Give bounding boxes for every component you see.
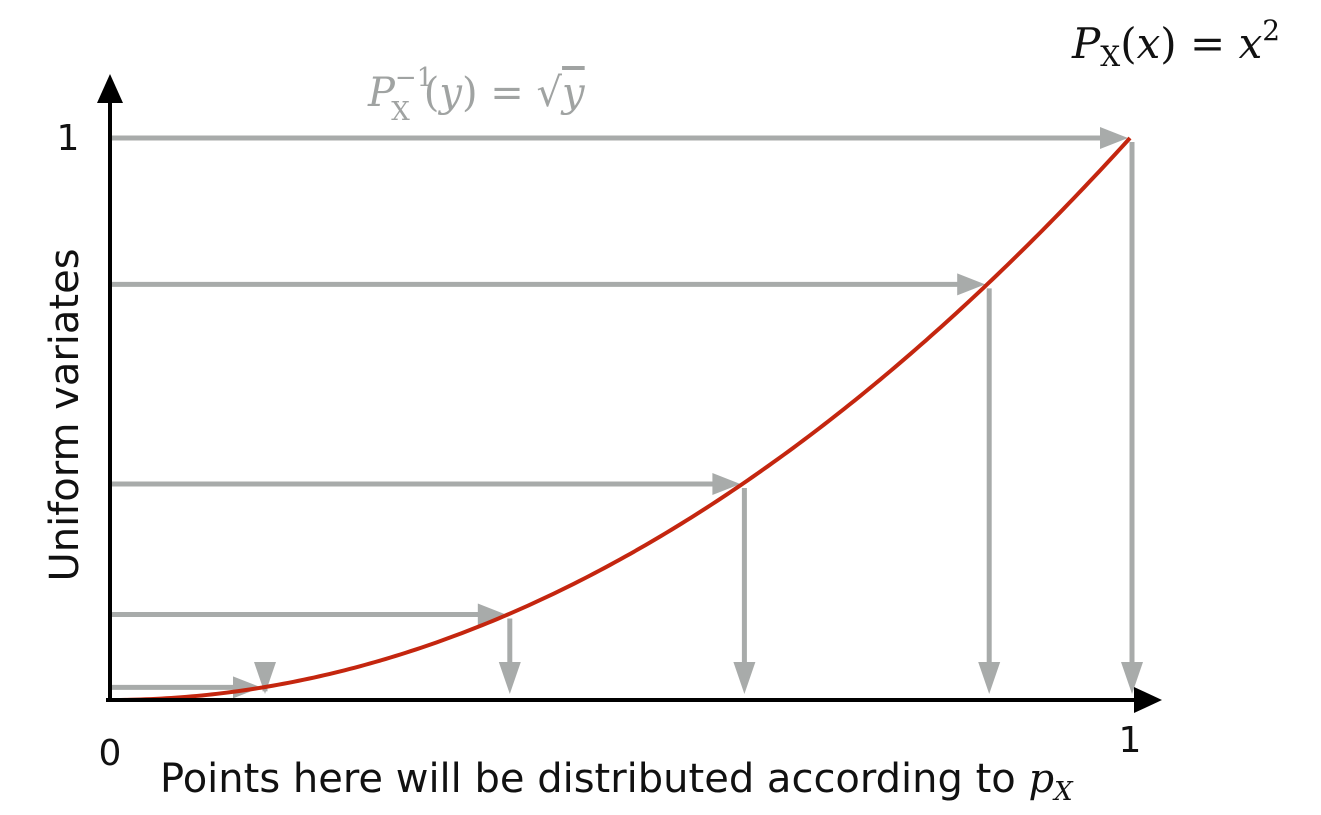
guide-vertical-head-3 [978,662,1001,694]
guide-vertical-head-1 [498,662,521,694]
guide-horizontal-head-1 [477,603,506,626]
y-axis-title: Uniform variates [42,248,88,581]
guide-horizontal-head-4 [1100,127,1128,149]
cdf-eq: = [1177,19,1239,68]
guide-vertical-head-0 [254,662,276,694]
cdf-close: ) [1160,19,1176,68]
inverse-open: ( [424,70,440,116]
guide-vertical-head-4 [1121,662,1143,694]
inverse-sup: −1 [395,63,433,93]
y-max-label: 1 [57,118,80,159]
axes [97,74,1162,713]
x-axis-math-p: p [1028,756,1054,802]
x-axis-title-text: Points here will be distributed accordin… [160,756,1028,802]
inverse-sub: X [391,97,410,127]
inverse-close: ) [462,70,478,116]
guide-horizontal-head-3 [957,273,986,296]
cdf-P: P [1071,19,1101,68]
x-axis-math-sub: X [1052,777,1074,807]
x-max-label: 1 [1119,720,1142,761]
cdf-var: x [1137,19,1161,68]
inverse-P: P [367,70,396,116]
cdf-open: ( [1120,19,1136,68]
cdf-sup: 2 [1262,14,1280,47]
guide-vertical-head-2 [733,662,756,694]
inverse-rad: y [560,70,586,116]
origin-label: 0 [99,733,122,774]
x-axis-title: Points here will be distributed accordin… [160,756,1074,807]
guide-arrows [110,127,1143,699]
cdf-rhs: x [1239,19,1263,68]
x-axis-arrowhead [1134,687,1162,713]
guide-horizontal-head-2 [712,472,741,495]
cdf-sub: X [1100,40,1120,73]
inverse-var: y [437,70,463,116]
inverse-eq: = [478,70,537,116]
y-axis-arrowhead [97,74,123,103]
inverse-sqrt: √ [537,70,563,116]
cdf-formula: PX(x) = x2 [1071,14,1280,73]
cdf-curve [109,136,1132,702]
